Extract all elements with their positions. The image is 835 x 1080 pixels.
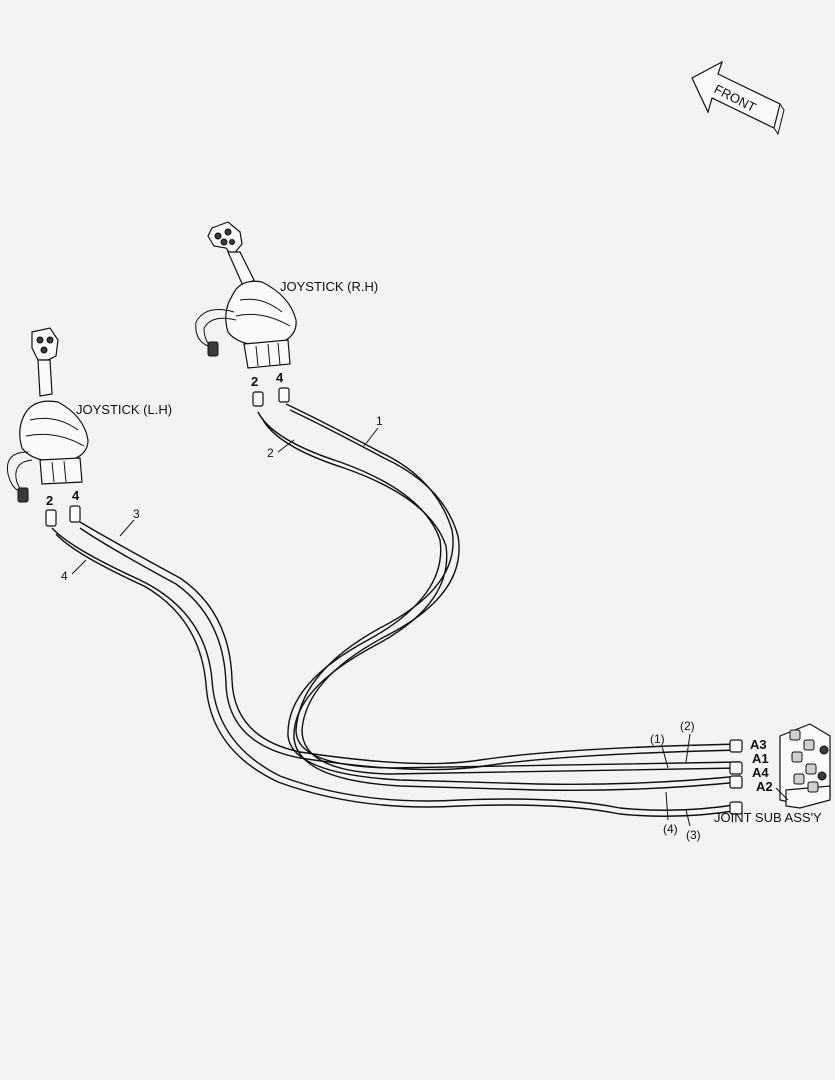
hose-number-4: 4 <box>61 569 68 583</box>
hose-number-1: 1 <box>376 414 383 428</box>
joint-sub-assembly <box>779 723 831 809</box>
joint-sub-assy-label: JOINT SUB ASS'Y <box>714 810 822 825</box>
joint-port-a4: A4 <box>752 765 769 780</box>
hose-3 <box>79 521 741 771</box>
rh-port-2: 2 <box>251 374 258 389</box>
joint-port-a1: A1 <box>752 751 769 766</box>
joystick-lh <box>6 327 89 503</box>
lh-port-fittings <box>45 505 81 527</box>
rh-port-4: 4 <box>276 370 284 385</box>
joint-port-a3: A3 <box>750 737 767 752</box>
hose-end-fittings <box>729 739 743 815</box>
hose-callouts: 1 2 3 4 (1) (2) (3) (4) <box>61 414 701 842</box>
joystick-rh-label: JOYSTICK (R.H) <box>280 279 378 294</box>
joystick-lh-label: JOYSTICK (L.H) <box>76 402 172 417</box>
hose-number-paren-3: (3) <box>686 828 701 842</box>
hose-number-2: 2 <box>267 446 274 460</box>
hose-number-paren-2: (2) <box>680 719 695 733</box>
lh-port-2: 2 <box>46 493 53 508</box>
hose-number-paren-1: (1) <box>650 732 665 746</box>
hose-2 <box>257 411 741 792</box>
hose-number-3: 3 <box>133 507 140 521</box>
lh-port-4: 4 <box>72 488 80 503</box>
joint-port-a2: A2 <box>756 779 773 794</box>
rh-port-fittings <box>252 387 290 407</box>
joystick-rh <box>195 221 297 369</box>
front-direction-arrow: FRONT <box>691 60 785 136</box>
hose-1 <box>285 403 741 775</box>
hose-4 <box>51 527 741 817</box>
hose-number-paren-4: (4) <box>663 822 678 836</box>
